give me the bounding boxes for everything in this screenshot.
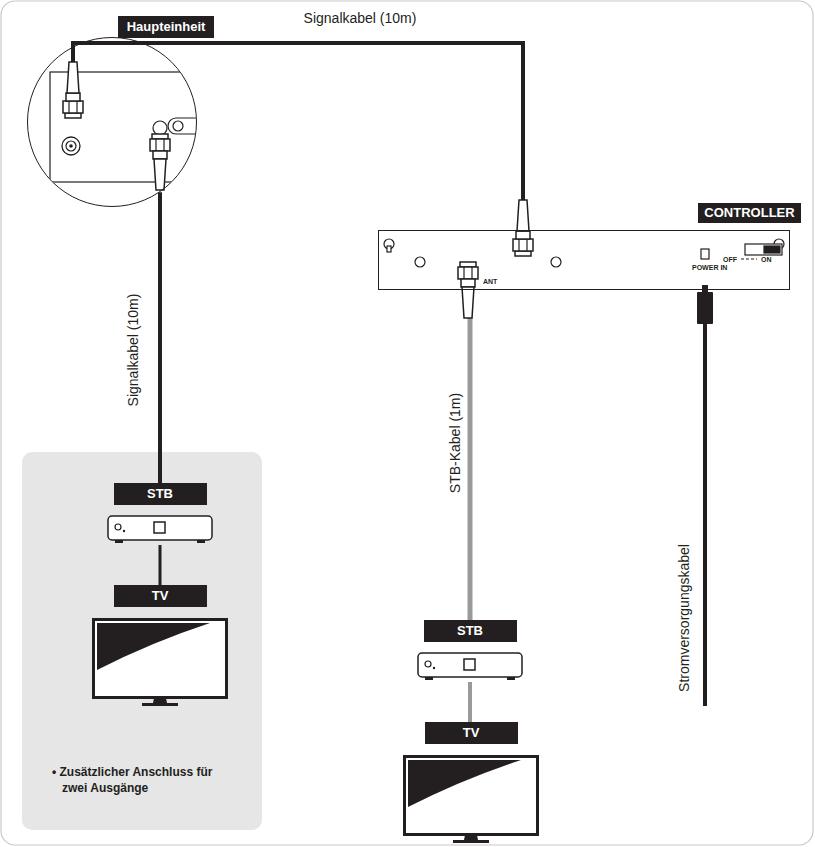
tv-tag: TV	[114, 585, 207, 607]
switch-label: OFF	[723, 256, 737, 264]
stb-device	[107, 515, 213, 545]
signal-cable	[468, 682, 472, 722]
tv-tag: TV	[425, 722, 518, 744]
cable-stub	[71, 44, 75, 63]
coax-connector	[63, 62, 83, 118]
tv-unit: TV	[403, 722, 539, 844]
power-cable-label: Stromversorgungskabel	[676, 544, 692, 692]
tv-set	[403, 755, 539, 845]
signal-cable	[73, 43, 523, 230]
controller-face	[384, 239, 784, 267]
tv-unit: TV	[92, 585, 228, 707]
stb-tag: STB	[114, 483, 207, 505]
main-unit-magnifier: Haupteinheit	[27, 37, 197, 207]
unit-heading: Haupteinheit	[118, 16, 214, 38]
signal-cable	[159, 545, 162, 585]
switch-label: ON	[761, 256, 772, 264]
cable-label: Signalkabel (10m)	[125, 294, 141, 407]
switch-dashes	[741, 259, 757, 260]
cable-label: STB-Kabel (1m)	[447, 393, 463, 493]
note-text: • Zusätzlicher Anschluss für zwei Ausgän…	[52, 764, 237, 796]
extra-output-panel: • Zusätzlicher Anschluss für zwei Ausgän…	[22, 452, 262, 830]
panel-ground	[22, 452, 262, 830]
cable-label: Signalkabel (10m)	[304, 10, 417, 26]
stb-unit: STB	[107, 483, 213, 545]
port-label: POWER IN	[692, 264, 727, 272]
signal-cable	[158, 192, 162, 483]
coax-connector	[513, 200, 533, 256]
power-cable	[703, 320, 707, 706]
coax-connector	[150, 134, 170, 190]
stb-device	[417, 652, 523, 682]
coax-connector	[458, 262, 478, 318]
controller-box: CONTROLLERANTPOWER INOFFON	[378, 230, 790, 290]
port-label: ANT	[483, 278, 497, 286]
power-plug	[697, 292, 713, 324]
stb-tag: STB	[424, 620, 517, 642]
signal-cable	[468, 290, 473, 620]
stb-unit: STB	[417, 620, 523, 682]
controller-heading: CONTROLLER	[698, 203, 801, 223]
tv-set	[92, 618, 228, 708]
